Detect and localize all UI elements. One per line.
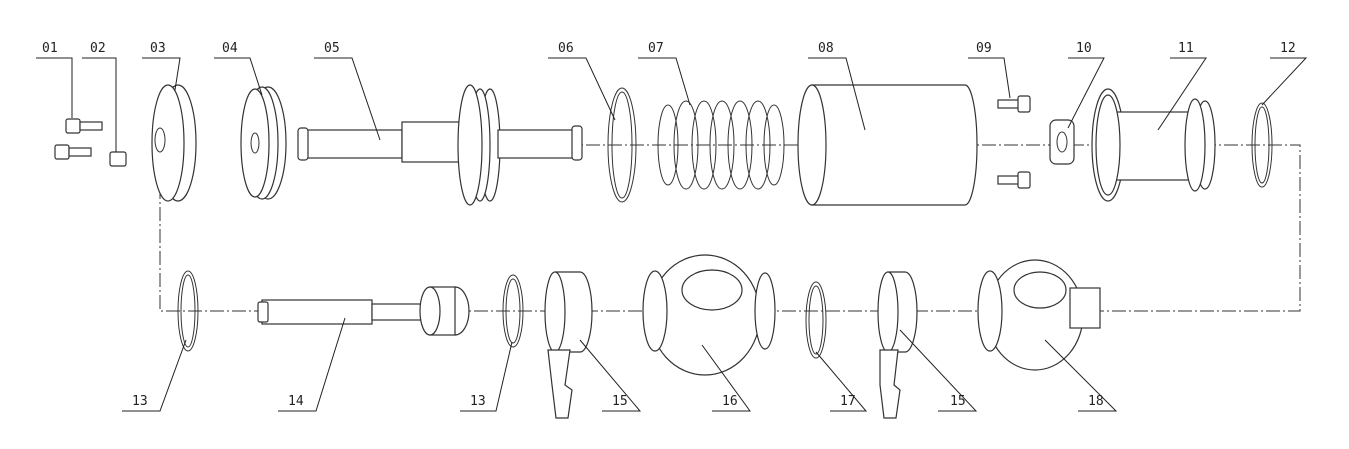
part-13-o-ring-left [177, 270, 199, 352]
part-05-piston-shaft [297, 84, 583, 206]
label-05: 05 [324, 41, 340, 56]
label-15-right: 15 [950, 394, 966, 409]
label-18: 18 [1088, 394, 1104, 409]
part-03-flange [151, 84, 197, 202]
label-07: 07 [648, 41, 664, 56]
part-04-disc [240, 86, 287, 200]
label-10: 10 [1076, 41, 1092, 56]
part-18-valve-body [977, 259, 1101, 371]
label-08: 08 [818, 41, 834, 56]
bottom-labels: 13 14 13 15 16 17 15 18 [132, 394, 1104, 409]
part-15-ball-right [877, 271, 918, 419]
label-02: 02 [90, 41, 106, 56]
label-12: 12 [1280, 41, 1296, 56]
part-15-ball-left [544, 271, 593, 419]
part-12-o-ring [1251, 102, 1273, 188]
label-11: 11 [1178, 41, 1194, 56]
part-13-o-ring-right [502, 274, 524, 348]
label-14: 14 [288, 394, 304, 409]
part-14-shaft [257, 286, 470, 336]
part-01-bolts [54, 118, 103, 160]
label-15-left: 15 [612, 394, 628, 409]
part-11-end-cap [1091, 88, 1216, 202]
part-06-o-ring [607, 87, 637, 203]
label-04: 04 [222, 41, 238, 56]
label-01: 01 [42, 41, 58, 56]
part-08-cylinder [797, 84, 978, 206]
label-09: 09 [976, 41, 992, 56]
label-06: 06 [558, 41, 574, 56]
part-02-nut [109, 151, 127, 167]
top-labels: 01 02 03 04 05 06 07 08 09 10 11 12 [42, 41, 1296, 56]
label-16: 16 [722, 394, 738, 409]
label-17: 17 [840, 394, 856, 409]
part-10-nut [1049, 119, 1075, 165]
part-17-o-ring [805, 281, 827, 359]
part-07-spring [657, 100, 785, 190]
label-13-left: 13 [132, 394, 148, 409]
label-03: 03 [150, 41, 166, 56]
part-16-valve-body [642, 254, 776, 376]
leader-lines [36, 57, 1308, 412]
part-09-bolts [997, 95, 1031, 189]
label-13-right: 13 [470, 394, 486, 409]
